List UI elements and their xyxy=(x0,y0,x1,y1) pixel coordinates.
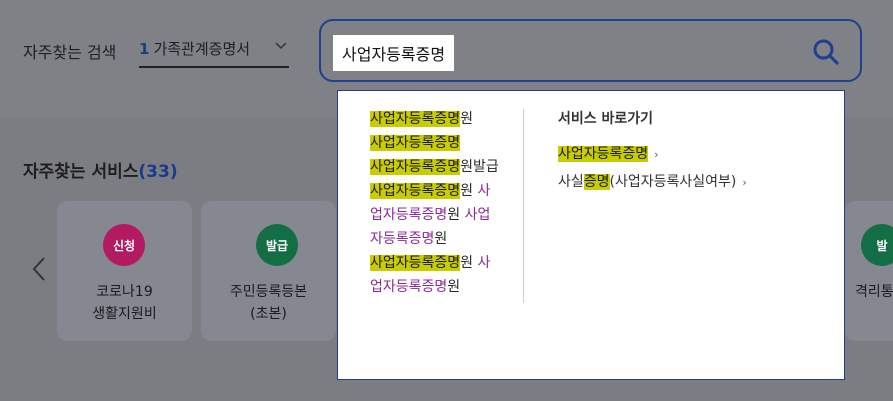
service-shortcut-link[interactable]: 사실증명(사업자등록사실여부) › xyxy=(558,171,747,191)
services-count: (33) xyxy=(138,162,178,182)
chevron-right-icon: › xyxy=(742,176,747,189)
services-title: 자주찾는 서비스(33) xyxy=(23,157,178,182)
service-card-line1: 코로나19 xyxy=(96,284,153,300)
service-badge: 발 xyxy=(861,224,893,266)
service-card-line2: (초본) xyxy=(250,306,287,322)
search-icon[interactable] xyxy=(812,38,840,66)
service-card-label: 주민등록등본 (초본) xyxy=(201,281,336,325)
dropdown-divider xyxy=(523,109,524,303)
frequent-search-label: 자주찾는 검색 xyxy=(23,43,117,62)
suggestion-segment: 원 xyxy=(434,231,448,247)
suggestion-segment: 원 xyxy=(447,279,461,295)
service-link-prefix: 사실 xyxy=(558,174,584,190)
suggestion-segment: 사업자등록증명 xyxy=(370,255,461,271)
suggestion-segment: 업자등록증명 xyxy=(370,279,448,295)
suggestion-segment: 사업자등록증명 xyxy=(370,183,461,199)
suggestion-item[interactable]: 사업자등록증명원 사 xyxy=(370,179,520,203)
service-badge: 신청 xyxy=(103,224,145,266)
service-card-line1: 주민등록등본 xyxy=(229,284,308,300)
suggestion-segment: 사업 xyxy=(464,207,491,223)
suggestion-item[interactable]: 업자등록증명원 사업 xyxy=(370,203,520,227)
suggestion-segment: 자등록증명 xyxy=(370,231,435,247)
suggestion-item[interactable]: 자등록증명원 xyxy=(370,227,520,251)
search-query-text[interactable]: 사업자등록증명 xyxy=(333,35,455,71)
suggestion-segment: 사업자등록증명 xyxy=(370,111,461,127)
service-card[interactable]: 신청 코로나19 생활지원비 xyxy=(57,201,192,341)
suggestion-item[interactable]: 사업자등록증명원 사 xyxy=(370,251,520,275)
suggestion-segment: 원 xyxy=(447,207,465,223)
suggestion-segment: 원 xyxy=(460,255,478,271)
suggestion-segment: 사업자등록증명 xyxy=(370,159,461,175)
service-card-line2: 생활지원비 xyxy=(92,306,157,322)
chevron-right-icon: › xyxy=(654,148,659,161)
service-shortcut-link[interactable]: 사업자등록증명 › xyxy=(552,139,665,167)
suggestion-segment: 업자등록증명 xyxy=(370,207,448,223)
suggestion-segment: 사업자등록증명 xyxy=(370,135,461,151)
service-shortcut-link-text: 사업자등록증명 xyxy=(558,146,649,162)
service-card[interactable]: 발 격리통 xyxy=(845,201,893,341)
service-link-highlight: 증명 xyxy=(583,174,610,190)
chevron-left-icon[interactable] xyxy=(30,256,48,282)
service-badge: 발급 xyxy=(256,224,298,266)
suggestion-segment: 사 xyxy=(477,255,491,271)
frequent-select-value: 가족관계증명서 xyxy=(153,40,251,58)
services-title-text: 자주찾는 서비스 xyxy=(23,162,139,182)
suggestion-item[interactable]: 사업자등록증명원 xyxy=(370,107,520,131)
chevron-down-icon xyxy=(275,42,287,50)
service-card-label: 코로나19 생활지원비 xyxy=(57,281,192,325)
service-shortcut-title: 서비스 바로가기 xyxy=(558,111,654,127)
frequent-select-number: 1 xyxy=(139,40,150,58)
service-card-line1: 격리통 xyxy=(855,284,893,300)
service-link-suffix: (사업자등록사실여부) xyxy=(609,174,737,190)
service-card[interactable]: 발급 주민등록등본 (초본) xyxy=(201,201,336,341)
suggestion-segment: 원 xyxy=(460,183,478,199)
suggestion-segment: 사 xyxy=(477,183,491,199)
suggestion-segment: 원 xyxy=(460,111,474,127)
suggestion-item[interactable]: 업자등록증명원 xyxy=(370,275,520,299)
suggestion-segment: 원발급 xyxy=(460,159,499,175)
suggestion-item[interactable]: 사업자등록증명원발급 xyxy=(370,155,520,179)
suggestion-item[interactable]: 사업자등록증명 xyxy=(370,131,520,155)
service-card-label: 격리통 xyxy=(855,281,893,303)
